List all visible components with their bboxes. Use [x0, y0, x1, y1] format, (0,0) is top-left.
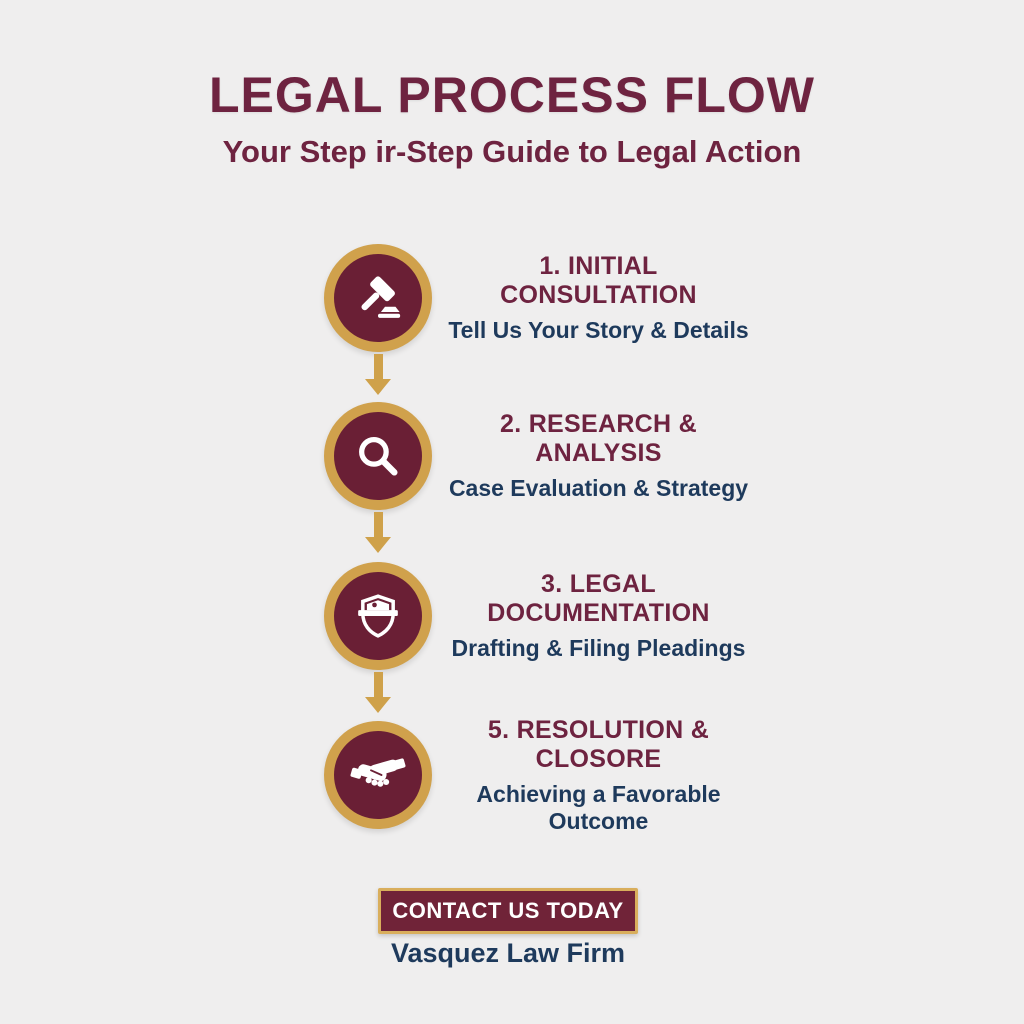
- step-2-subtitle: Case Evaluation & Strategy: [448, 475, 749, 501]
- page-title: LEGAL PROCESS FLOW: [209, 67, 815, 123]
- step-row-3: 3. LEGAL DOCUMENTATION Drafting & Filing…: [324, 562, 754, 670]
- flow-arrow-down-icon: [365, 672, 391, 713]
- step-2-circle: [324, 402, 432, 510]
- step-4-text: 5. RESOLUTION & CLOSORE Achieving a Favo…: [443, 716, 754, 834]
- magnifier-icon: [350, 428, 406, 484]
- step-4-subtitle: Achieving a Favorable Outcome: [476, 780, 721, 834]
- firm-name: Vasquez Law Firm: [390, 938, 626, 968]
- step-3-subtitle: Drafting & Filing Pleadings: [451, 635, 746, 661]
- step-1-title: 1. INITIAL CONSULTATION: [500, 252, 697, 309]
- handshake-icon: [350, 747, 406, 803]
- step-4-title: 5. RESOLUTION & CLOSORE: [487, 715, 710, 773]
- flow-arrow-down-icon: [365, 512, 391, 553]
- page-subtitle: Your Step ir-Step Guide to Legal Action: [222, 134, 802, 169]
- contact-us-button[interactable]: CONTACT US TODAY: [378, 888, 638, 934]
- step-1-subtitle: Tell Us Your Story & Details: [448, 317, 749, 343]
- step-row-4: 5. RESOLUTION & CLOSORE Achieving a Favo…: [324, 716, 754, 834]
- step-4-circle: [324, 721, 432, 829]
- shield-icon: [350, 588, 406, 644]
- step-row-2: 2. RESEARCH & ANALYSIS Case Evaluation &…: [324, 402, 754, 510]
- step-1-text: 1. INITIAL CONSULTATION Tell Us Your Sto…: [443, 252, 754, 343]
- step-3-title: 3. LEGAL DOCUMENTATION: [487, 570, 710, 627]
- gavel-icon: [350, 270, 406, 326]
- step-3-text: 3. LEGAL DOCUMENTATION Drafting & Filing…: [443, 570, 754, 661]
- step-2-text: 2. RESEARCH & ANALYSIS Case Evaluation &…: [443, 410, 754, 501]
- step-row-1: 1. INITIAL CONSULTATION Tell Us Your Sto…: [324, 244, 754, 352]
- flow-arrow-down-icon: [365, 354, 391, 395]
- step-1-circle: [324, 244, 432, 352]
- header: LEGAL PROCESS FLOW Your Step ir-Step Gui…: [0, 66, 1024, 170]
- step-3-circle: [324, 562, 432, 670]
- step-2-title: 2. RESEARCH & ANALYSIS: [500, 410, 697, 467]
